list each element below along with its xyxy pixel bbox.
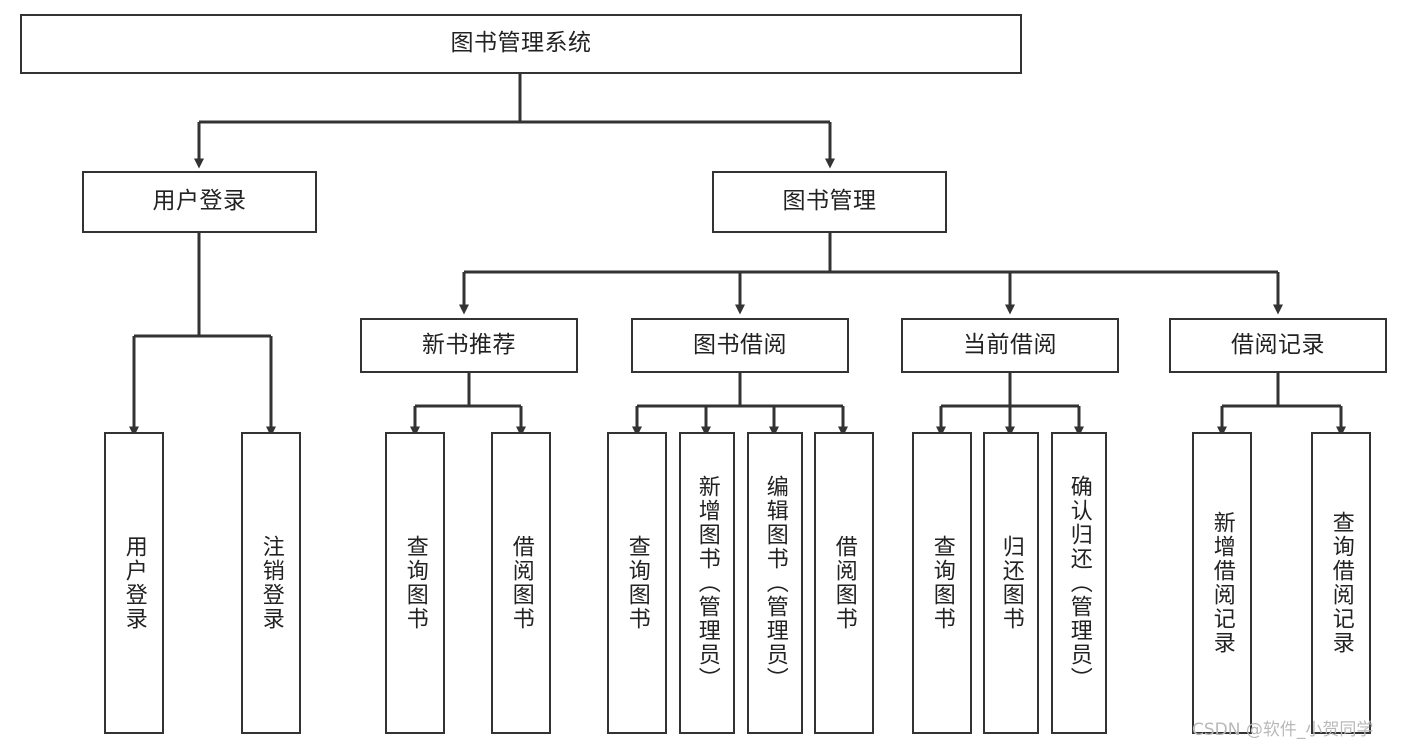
leaf-book-borrow-add[interactable]: 新增图书（管理员） xyxy=(679,432,735,734)
connector-root-to-level2 xyxy=(194,74,835,169)
connector-newbook-to-leaves xyxy=(410,373,526,437)
leaf-user-login-logout[interactable]: 注销登录 xyxy=(241,432,301,734)
node-user-login[interactable]: 用户登录 xyxy=(82,171,317,233)
leaf-user-login-logout-label: 注销登录 xyxy=(258,535,284,631)
leaf-book-borrow-add-label: 新增图书（管理员） xyxy=(694,475,720,691)
leaf-borrow-record-add[interactable]: 新增借阅记录 xyxy=(1192,432,1252,734)
leaf-borrow-record-query-label: 查询借阅记录 xyxy=(1328,511,1354,655)
connector-currentborrow-to-leaves xyxy=(936,373,1084,437)
leaf-current-borrow-confirm-label: 确认归还（管理员） xyxy=(1066,475,1092,691)
node-new-book-recommend-label: 新书推荐 xyxy=(422,331,516,358)
leaf-user-login-login-label: 用户登录 xyxy=(121,535,147,631)
leaf-book-borrow-query-label: 查询图书 xyxy=(624,535,650,631)
connector-userlogin-to-leaves xyxy=(129,233,276,437)
leaf-current-borrow-return[interactable]: 归还图书 xyxy=(983,432,1039,734)
node-root-label: 图书管理系统 xyxy=(450,30,592,57)
leaf-new-book-query-label: 查询图书 xyxy=(402,535,428,631)
node-borrow-record-label: 借阅记录 xyxy=(1231,331,1325,358)
connector-borrowrecord-to-leaves xyxy=(1217,373,1346,437)
leaf-new-book-query[interactable]: 查询图书 xyxy=(385,432,445,734)
leaf-borrow-record-add-label: 新增借阅记录 xyxy=(1209,511,1235,655)
node-root[interactable]: 图书管理系统 xyxy=(20,14,1022,74)
node-book-management-label: 图书管理 xyxy=(782,188,877,215)
node-current-borrow[interactable]: 当前借阅 xyxy=(901,318,1119,373)
leaf-user-login-login[interactable]: 用户登录 xyxy=(104,432,164,734)
leaf-book-borrow-query[interactable]: 查询图书 xyxy=(607,432,667,734)
node-borrow-record[interactable]: 借阅记录 xyxy=(1169,318,1387,373)
leaf-current-borrow-return-label: 归还图书 xyxy=(998,535,1024,631)
node-book-management[interactable]: 图书管理 xyxy=(712,171,947,233)
node-user-login-label: 用户登录 xyxy=(152,188,247,215)
leaf-current-borrow-query[interactable]: 查询图书 xyxy=(912,432,972,734)
connector-bookborrow-to-leaves xyxy=(632,373,848,437)
leaf-book-borrow-edit-label: 编辑图书（管理员） xyxy=(762,475,788,691)
leaf-current-borrow-confirm[interactable]: 确认归还（管理员） xyxy=(1051,432,1107,734)
leaf-borrow-record-query[interactable]: 查询借阅记录 xyxy=(1311,432,1371,734)
leaf-book-borrow-edit[interactable]: 编辑图书（管理员） xyxy=(747,432,803,734)
leaf-new-book-borrow-label: 借阅图书 xyxy=(508,535,534,631)
node-current-borrow-label: 当前借阅 xyxy=(963,331,1057,358)
connector-bookmgmt-to-level3 xyxy=(459,233,1283,315)
node-book-borrow-label: 图书借阅 xyxy=(693,331,787,358)
leaf-current-borrow-query-label: 查询图书 xyxy=(929,535,955,631)
node-new-book-recommend[interactable]: 新书推荐 xyxy=(360,318,578,373)
leaf-book-borrow-borrow[interactable]: 借阅图书 xyxy=(814,432,874,734)
leaf-book-borrow-borrow-label: 借阅图书 xyxy=(831,535,857,631)
leaf-new-book-borrow[interactable]: 借阅图书 xyxy=(491,432,551,734)
node-book-borrow[interactable]: 图书借阅 xyxy=(631,318,849,373)
